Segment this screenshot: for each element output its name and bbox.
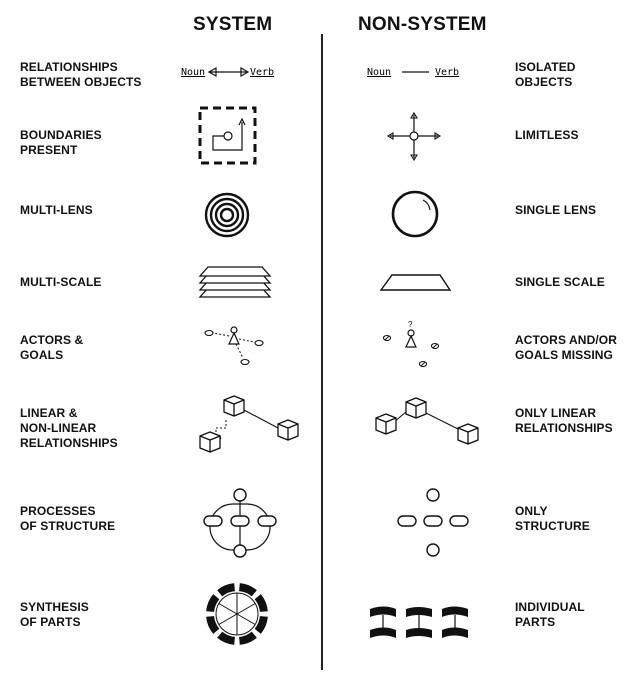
actor-goals-icon xyxy=(204,326,264,366)
linear-nonlinear-cubes-icon xyxy=(199,395,299,453)
single-lens-circle-icon xyxy=(391,190,439,238)
cube-icon xyxy=(223,395,245,417)
multi-scale-layers-icon xyxy=(198,266,272,298)
system-label-boundaries: BOUNDARIES PRESENT xyxy=(20,128,102,157)
single-scale-layer-icon xyxy=(379,274,452,291)
bounded-box-icon xyxy=(198,106,257,165)
system-label-multi-lens: MULTI-LENS xyxy=(20,203,93,217)
noun-text: Noun xyxy=(181,67,205,78)
system-label-actors-goals: ACTORS & GOALS xyxy=(20,333,84,362)
verb-text: Verb xyxy=(250,67,274,78)
actor-goals-missing-icon: ? xyxy=(382,320,440,368)
cube-icon xyxy=(405,397,427,419)
multi-lens-concentric-icon xyxy=(204,192,250,238)
verb-text-isolated: Verb xyxy=(435,67,459,78)
spoke-line xyxy=(218,603,256,625)
cube-icon xyxy=(277,419,299,441)
system-label-linear-nonlinear: LINEAR & NON-LINEAR RELATIONSHIPS xyxy=(20,406,118,450)
synthesis-ring-icon xyxy=(206,583,268,645)
question-mark-text: ? xyxy=(408,320,413,329)
non-system-label-individual-parts: INDIVIDUAL PARTS xyxy=(515,600,585,629)
system-header: SYSTEM xyxy=(193,14,273,35)
non-system-label-only-linear: ONLY LINEAR RELATIONSHIPS xyxy=(515,406,613,435)
only-linear-cubes-icon xyxy=(375,397,479,445)
only-structure-icon xyxy=(397,488,469,557)
non-system-label-isolated: ISOLATED OBJECTS xyxy=(515,60,576,89)
system-label-multi-scale: MULTI-SCALE xyxy=(20,275,102,289)
non-system-label-actors-missing: ACTORS AND/OR GOALS MISSING xyxy=(515,333,617,362)
limitless-cross-icon xyxy=(386,111,442,162)
ring-segment xyxy=(254,594,268,612)
cube-icon xyxy=(199,431,221,453)
system-label-synthesis: SYNTHESIS OF PARTS xyxy=(20,600,89,629)
ring-segment xyxy=(239,583,257,597)
cube-icon xyxy=(457,423,479,445)
ring-segment xyxy=(206,616,220,634)
noun-verb-bidirectional-icon: Noun Verb xyxy=(181,66,274,78)
cube-icon xyxy=(375,413,397,435)
system-label-processes: PROCESSES OF STRUCTURE xyxy=(20,504,116,533)
non-system-label-single-lens: SINGLE LENS xyxy=(515,203,597,217)
ring-segment xyxy=(206,594,220,612)
individual-parts-icon xyxy=(370,606,468,638)
ring-segment xyxy=(239,631,257,645)
system-label-relationships: RELATIONSHIPS BETWEEN OBJECTS xyxy=(20,60,142,89)
non-system-header: NON-SYSTEM xyxy=(358,14,487,35)
non-system-label-limitless: LIMITLESS xyxy=(515,128,579,142)
ring-segment xyxy=(254,616,268,634)
noun-text-isolated: Noun xyxy=(367,67,391,78)
ring-segment xyxy=(217,583,235,597)
noun-verb-isolated-icon: Noun Verb xyxy=(367,67,459,78)
non-system-label-single-scale: SINGLE SCALE xyxy=(515,275,605,289)
process-structure-icon xyxy=(203,488,277,558)
column-divider xyxy=(321,34,323,670)
non-system-label-only-structure: ONLY STRUCTURE xyxy=(515,504,590,533)
ring-segment xyxy=(217,631,235,645)
